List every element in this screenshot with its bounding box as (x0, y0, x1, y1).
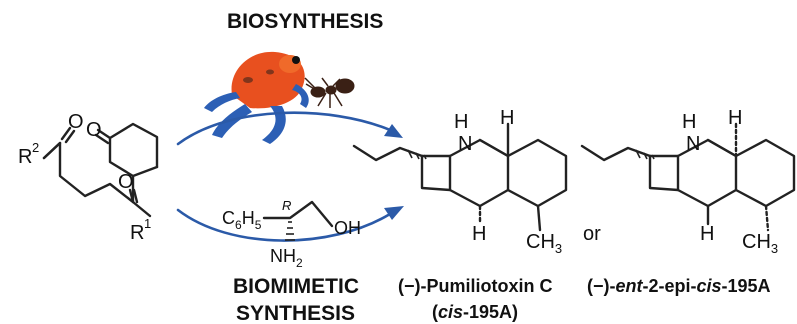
pumiliotoxin-ring-fusion-h-bottom: H (472, 223, 486, 245)
r1-superscript: 1 (144, 216, 151, 231)
pumiliotoxin-c-structure (352, 122, 568, 232)
ent-epi-hashed-wedge (635, 149, 655, 160)
ent-epi-ring-fusion-h-bottom: H (700, 223, 714, 245)
r1-label: R (130, 222, 144, 244)
pumiliotoxin-name: (−)-Pumiliotoxin C (398, 276, 553, 296)
biomimetic-arrowhead (384, 206, 404, 220)
oxygen-label-2: O (86, 119, 102, 141)
r2-superscript: 2 (32, 140, 39, 155)
ent-epi-name: (−)-ent-2-epi-cis-195A (587, 276, 771, 296)
r2-label: R (18, 146, 32, 168)
poison-dart-frog-icon (204, 51, 309, 144)
biomimetic-arrow (176, 208, 392, 242)
ent-epi-methyl: CH3 (742, 231, 778, 256)
or-connector: or (583, 223, 601, 245)
stereo-r-label: R (282, 198, 291, 213)
hashed-bond (285, 221, 295, 241)
triketone-precursor (42, 122, 159, 218)
biomimetic-heading-line2: SYNTHESIS (236, 302, 355, 324)
ant-icon (304, 77, 355, 108)
amine-label: NH2 (270, 246, 303, 270)
pumiliotoxin-methyl: CH3 (526, 231, 562, 256)
pumiliotoxin-alias: (cis-195A) (432, 302, 518, 322)
hydroxyl-label: OH (334, 218, 361, 238)
ent-epi-nitrogen: N (686, 133, 700, 155)
amino-alcohol-bonds (262, 200, 334, 228)
ent-epi-ring-fusion-h-top: H (728, 107, 742, 129)
biomimetic-heading-line1: BIOMIMETIC (233, 275, 359, 298)
pumiliotoxin-nh-hydrogen: H (454, 111, 468, 133)
pumiliotoxin-ring-fusion-h-top: H (500, 107, 514, 129)
biosynthesis-arrow (176, 111, 392, 146)
oxygen-label-3: O (118, 171, 134, 193)
pumiliotoxin-nitrogen: N (458, 133, 472, 155)
ent-epi-cis-195a-structure (580, 122, 796, 232)
biosynthesis-heading: BIOSYNTHESIS (227, 10, 383, 33)
phenyl-label: C6H5 (222, 208, 262, 232)
biosynthesis-arrowhead (384, 124, 403, 138)
pumiliotoxin-hashed-wedge (407, 149, 427, 160)
oxygen-label-1: O (68, 111, 84, 133)
ent-epi-nh-hydrogen: H (682, 111, 696, 133)
